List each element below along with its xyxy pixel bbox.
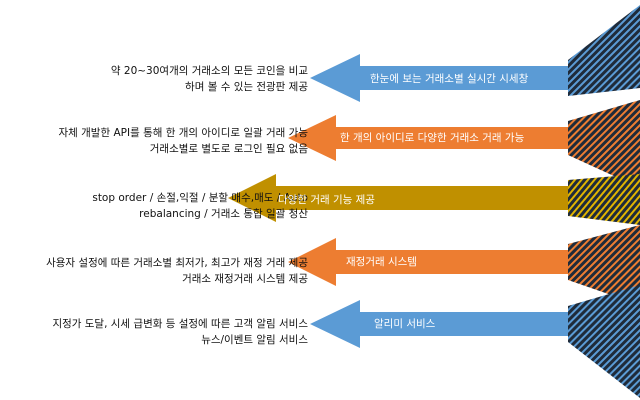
row-0-description: 약 20~30여개의 거래소의 모든 코인을 비교 하며 볼 수 있는 전광판 … (0, 63, 308, 95)
row-1-description-line-1: 자체 개발한 API를 통해 한 개의 아이디로 일괄 거래 가능 (58, 127, 308, 139)
row-3-arrow (288, 238, 568, 286)
row-1-arrow-label: 한 개의 아이디로 다양한 거래소 거래 가능 (340, 132, 525, 144)
row-0-arrow-label: 한눈에 보는 거래소별 실시간 시세창 (370, 73, 529, 85)
row-0-description-line-2: 하며 볼 수 있는 전광판 제공 (185, 81, 308, 93)
row-1-arrow (288, 115, 568, 161)
row-3-description-line-2: 거래소 재정거래 시스템 제공 (182, 273, 308, 285)
row-0-arrow (310, 54, 568, 102)
row-4-description-line-1: 지정가 도달, 시세 급변화 등 설정에 따른 고객 알림 서비스 (52, 318, 308, 330)
row-1-description: 자체 개발한 API를 통해 한 개의 아이디로 일괄 거래 가능 거래소별로 … (0, 125, 308, 157)
row-3-arrow-label: 재정거래 시스템 (346, 256, 417, 268)
row-2-arrow-label: 다양한 거래 기능 제공 (278, 194, 375, 206)
row-3-description-line-1: 사용자 설정에 따른 거래소별 최저가, 최고가 재정 거래 제공 (46, 257, 308, 269)
row-2-hatched-wedge (568, 174, 640, 225)
row-1-description-line-2: 거래소별로 별도로 로그인 필요 없음 (149, 143, 308, 155)
row-4-description: 지정가 도달, 시세 급변화 등 설정에 따른 고객 알림 서비스 뉴스/이벤트… (0, 316, 308, 348)
row-4-arrow-label: 알리미 서비스 (374, 318, 436, 330)
row-3-hatched-wedge (568, 225, 640, 305)
row-4-hatched-wedge (568, 285, 640, 398)
row-2-description-line-1: stop order / 손절,익절 / 분할 매수,매도 / Auto (92, 192, 308, 204)
row-2-description-line-2: rebalancing / 거래소 통합 일괄 청산 (139, 208, 308, 220)
row-0-description-line-1: 약 20~30여개의 거래소의 모든 코인을 비교 (110, 65, 308, 77)
row-1-hatched-wedge (568, 100, 640, 188)
row-4-description-line-2: 뉴스/이벤트 알림 서비스 (201, 334, 308, 346)
row-0-hatched-wedge (568, 5, 640, 96)
row-4-arrow (310, 300, 568, 348)
row-3-description: 사용자 설정에 따른 거래소별 최저가, 최고가 재정 거래 제공 거래소 재정… (0, 255, 308, 287)
row-2-description: stop order / 손절,익절 / 분할 매수,매도 / Auto reb… (0, 190, 308, 222)
row-2-arrow (228, 174, 568, 222)
